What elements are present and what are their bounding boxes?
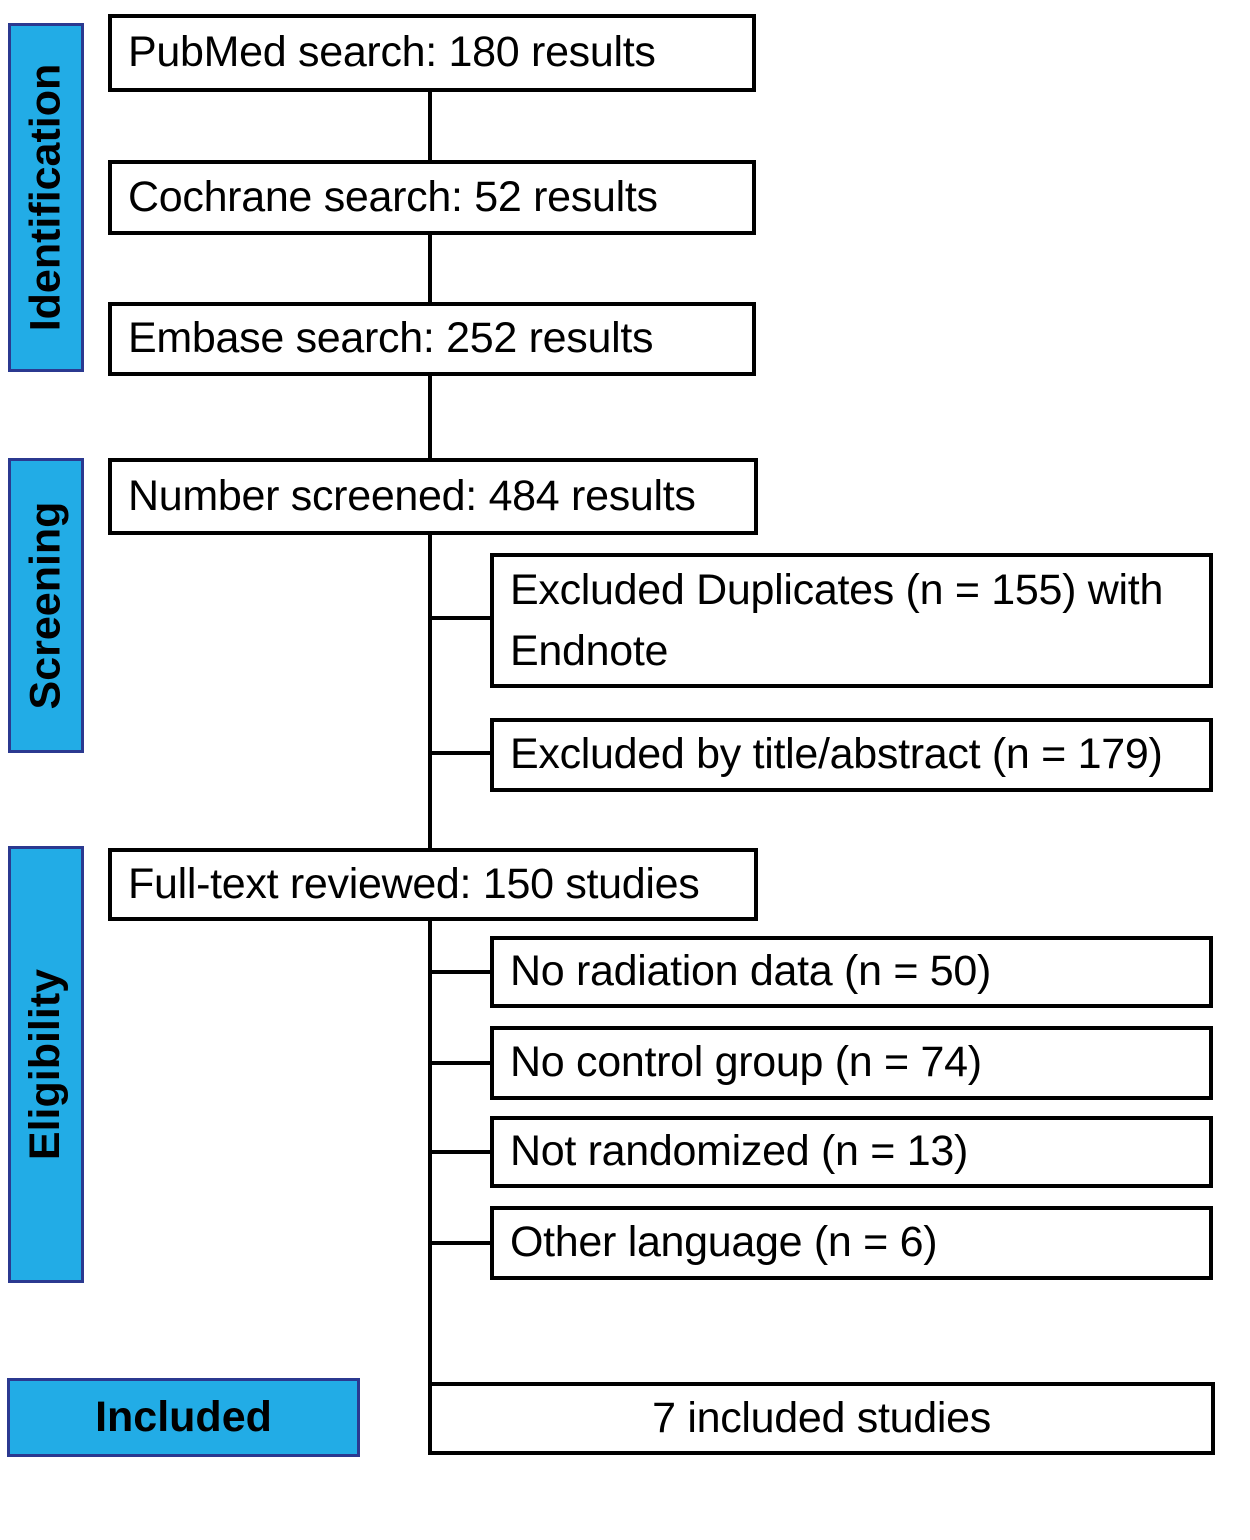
stage-label-included: Included bbox=[7, 1378, 360, 1457]
stub-no-control bbox=[428, 1061, 490, 1065]
flow-box-included-studies: 7 included studies bbox=[428, 1382, 1215, 1455]
exclusion-box-no-control-group-text: No control group (n = 74) bbox=[510, 1038, 982, 1087]
stage-label-identification: Identification bbox=[8, 23, 84, 372]
stub-duplicates bbox=[428, 616, 490, 620]
stage-label-eligibility: Eligibility bbox=[8, 846, 84, 1283]
stage-label-identification-text: Identification bbox=[21, 63, 70, 332]
exclusion-box-duplicates: Excluded Duplicates (n = 155) with Endno… bbox=[490, 553, 1213, 688]
connector-cochrane-embase bbox=[428, 235, 432, 302]
flow-box-pubmed-text: PubMed search: 180 results bbox=[128, 28, 656, 77]
stub-no-radiation bbox=[428, 970, 490, 974]
connector-embase-screened bbox=[428, 376, 432, 458]
exclusion-box-no-radiation-data: No radiation data (n = 50) bbox=[490, 936, 1213, 1008]
connector-pubmed-cochrane bbox=[428, 92, 432, 160]
exclusion-box-title-abstract-text: Excluded by title/abstract (n = 179) bbox=[510, 730, 1163, 779]
stage-label-included-text: Included bbox=[95, 1393, 272, 1441]
exclusion-box-duplicates-text: Excluded Duplicates (n = 155) with Endno… bbox=[510, 566, 1164, 675]
flow-box-embase: Embase search: 252 results bbox=[108, 302, 756, 376]
exclusion-box-title-abstract: Excluded by title/abstract (n = 179) bbox=[490, 718, 1213, 792]
exclusion-box-not-randomized-text: Not randomized (n = 13) bbox=[510, 1127, 968, 1176]
flow-box-fulltext: Full-text reviewed: 150 studies bbox=[108, 848, 758, 921]
flow-box-fulltext-text: Full-text reviewed: 150 studies bbox=[128, 859, 700, 908]
flow-box-screened-text: Number screened: 484 results bbox=[128, 471, 696, 520]
flow-box-screened: Number screened: 484 results bbox=[108, 458, 758, 535]
stage-label-screening: Screening bbox=[8, 458, 84, 753]
exclusion-box-no-radiation-data-text: No radiation data (n = 50) bbox=[510, 947, 992, 996]
flow-box-included-studies-text: 7 included studies bbox=[652, 1393, 991, 1442]
connector-screened-fulltext bbox=[428, 535, 432, 848]
flow-box-cochrane: Cochrane search: 52 results bbox=[108, 160, 756, 235]
exclusion-box-other-language: Other language (n = 6) bbox=[490, 1206, 1213, 1280]
exclusion-box-no-control-group: No control group (n = 74) bbox=[490, 1026, 1213, 1100]
stub-not-randomized bbox=[428, 1150, 490, 1154]
flow-box-pubmed: PubMed search: 180 results bbox=[108, 14, 756, 92]
stub-title-abstract bbox=[428, 751, 490, 755]
flow-box-embase-text: Embase search: 252 results bbox=[128, 314, 654, 363]
exclusion-box-other-language-text: Other language (n = 6) bbox=[510, 1218, 938, 1267]
stub-other-language bbox=[428, 1241, 490, 1245]
stage-label-screening-text: Screening bbox=[21, 501, 70, 710]
stage-label-eligibility-text: Eligibility bbox=[21, 968, 70, 1161]
exclusion-box-not-randomized: Not randomized (n = 13) bbox=[490, 1116, 1213, 1188]
flow-box-cochrane-text: Cochrane search: 52 results bbox=[128, 172, 658, 221]
